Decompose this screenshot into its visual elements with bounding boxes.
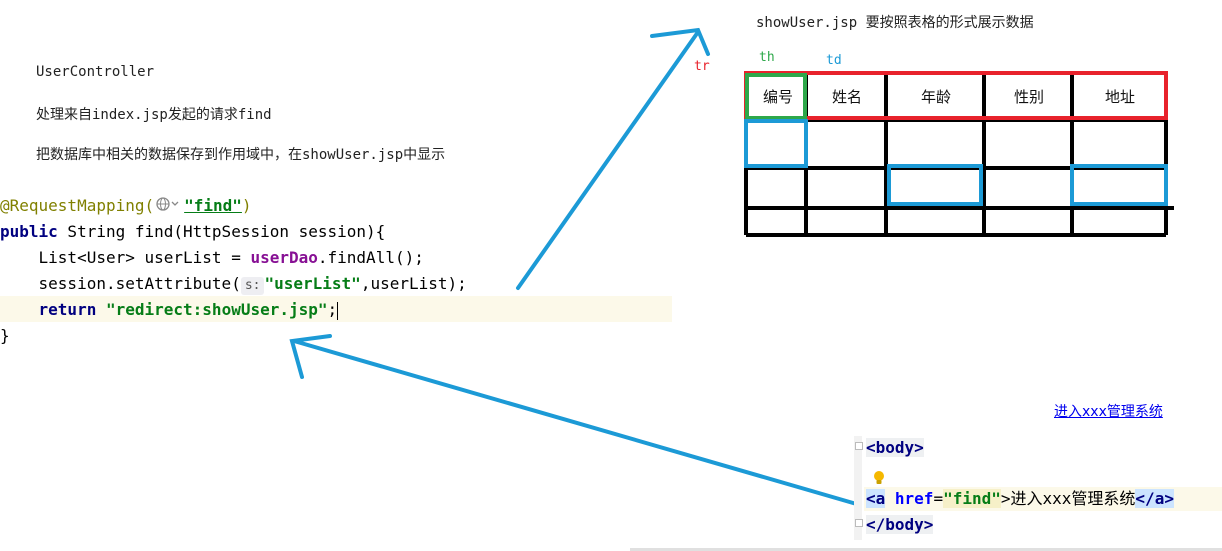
field-userdao: userDao (250, 248, 318, 267)
globe-icon (156, 194, 182, 220)
body-open-tag: <body> (866, 438, 924, 457)
annotation: @RequestMapping( (0, 196, 155, 215)
label-th: th (759, 50, 775, 65)
header-cell-1: 编号 (762, 88, 793, 106)
arrow-to-table (516, 27, 710, 290)
annotation-close: ) (241, 196, 252, 215)
arrow-to-code (289, 334, 862, 507)
set-args: ,userList); (360, 274, 467, 293)
note-request: 处理来自index.jsp发起的请求find (36, 107, 272, 123)
code-line-annotation: @RequestMapping( "find") (0, 193, 252, 219)
header-cell-3: 年龄 (920, 88, 951, 106)
controller-name: UserController (36, 64, 155, 80)
bottom-divider (630, 548, 1222, 551)
html-line-body-close: </body> (866, 513, 934, 537)
code-line-findall: List<User> userList = userDao.findAll(); (0, 245, 424, 271)
code-line-signature: public String find(HttpSession session){ (0, 219, 385, 245)
annotation-value: "find" (184, 196, 242, 215)
code-line-setattribute: session.setAttribute(s:"userList",userLi… (0, 271, 467, 297)
lightbulb-icon[interactable] (872, 470, 886, 490)
href-eq: = (933, 489, 944, 508)
th-highlight (745, 73, 807, 120)
return-end: ; (327, 300, 338, 319)
a-close-tag: </a> (1135, 489, 1174, 508)
td-highlight-3 (1070, 164, 1168, 206)
fold-marker-top (855, 442, 863, 450)
current-line-highlight (0, 296, 672, 322)
fold-marker-bottom (855, 519, 863, 527)
set-call: session.setAttribute( (0, 274, 241, 293)
str-userlist: "userList" (264, 274, 361, 293)
table-title: showUser.jsp 要按照表格的形式展示数据 (756, 15, 1034, 31)
td-highlight-1 (744, 119, 808, 168)
label-td: td (826, 53, 842, 68)
html-line-body-open: <body> (866, 436, 924, 460)
enter-system-link[interactable]: 进入xxx管理系统 (1054, 404, 1163, 420)
label-tr: tr (694, 59, 710, 74)
findall-call: .findAll(); (317, 248, 424, 267)
list-decl: List<User> userList = (0, 248, 251, 267)
header-cell-4: 性别 (1013, 88, 1044, 106)
signature-rest: String find(HttpSession session){ (57, 222, 386, 241)
editor-gutter (854, 436, 862, 540)
href-value: "find" (943, 489, 1001, 508)
code-line-close: } (0, 326, 10, 345)
str-redirect: "redirect:showUser.jsp" (105, 300, 328, 319)
header-cell-5: 地址 (1104, 88, 1135, 106)
anchor-text: 进入xxx管理系统 (1010, 489, 1136, 508)
href-attr: href (894, 489, 934, 508)
text-cursor (337, 301, 339, 320)
param-hint: s: (240, 277, 265, 295)
td-highlight-2 (887, 164, 983, 206)
body-close-tag: </body> (866, 515, 934, 534)
kw-return: return (38, 300, 97, 319)
tag-gt: > (1000, 489, 1011, 508)
note-save: 把数据库中相关的数据保存到作用域中，在showUser.jsp中显示 (36, 147, 446, 163)
kw-public: public (0, 222, 58, 241)
html-line-anchor: <a href="find">进入xxx管理系统</a> (866, 487, 1174, 511)
a-open-tag: <a (866, 489, 886, 508)
code-line-return: return "redirect:showUser.jsp"; (0, 297, 339, 323)
header-cell-2: 姓名 (831, 88, 862, 106)
